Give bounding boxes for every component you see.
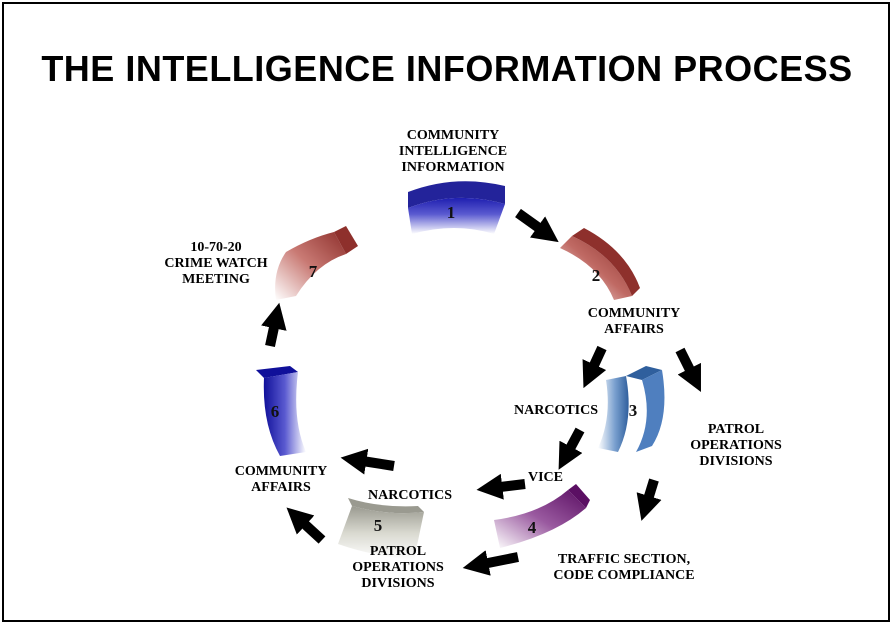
step-7-number: 7 [308,262,318,281]
arrow-6-to-7 [261,302,287,348]
step-5-segment [338,498,424,560]
arrow-vice-to-narcotics [476,473,526,500]
step-1-number: 1 [446,203,456,222]
page-title: THE INTELLIGENCE INFORMATION PROCESS [41,48,853,89]
step-2-segment [560,228,640,300]
step-3-top-face [626,366,662,380]
step-7-segment [275,226,358,300]
step-4-front-face [494,490,586,548]
step-2-number: 2 [591,266,601,285]
step-5-number: 5 [373,516,383,535]
process-diagram [256,181,701,576]
arrow-4-to-patrol [462,550,519,576]
step-5-top-face [348,498,424,514]
label-traffic-section: TRAFFIC SECTION,CODE COMPLIANCE [553,552,695,583]
label-vice: VICE [528,470,564,485]
step-6-number: 6 [270,402,280,421]
step-3-front-face [598,376,629,452]
step-6-front-face [263,372,306,456]
step-3-number: 3 [628,401,638,420]
arrow-patrol-to-community [286,507,326,544]
arrow-patrol-to-traffic [636,478,662,521]
step-4-segment [494,484,590,548]
arrow-narcotics-to-vice [558,427,585,470]
step-1-segment [408,181,505,234]
step-4-end-face [568,484,590,508]
step-3-segment [598,366,665,452]
step-6-segment [256,366,306,456]
step-2-front-face [560,236,632,300]
label-narcotics-bottom: NARCOTICS [368,488,453,503]
step-6-top-face [256,366,298,378]
step-7-end-face [334,226,358,254]
step-1-front-face [408,197,505,234]
step-7-front-face [275,232,346,300]
arrow-community-to-patrol [675,347,701,392]
step-2-top-face [572,228,640,296]
step-3-side-face [636,370,665,452]
step-4-number: 4 [527,518,537,537]
arrow-5-to-community [340,448,395,475]
arrow-community-to-narcotics [582,345,607,389]
step-5-front-face [338,506,424,560]
step-1-top-face [408,181,505,208]
label-narcotics-right: NARCOTICS [514,403,599,418]
arrow-1-to-2 [515,208,559,243]
